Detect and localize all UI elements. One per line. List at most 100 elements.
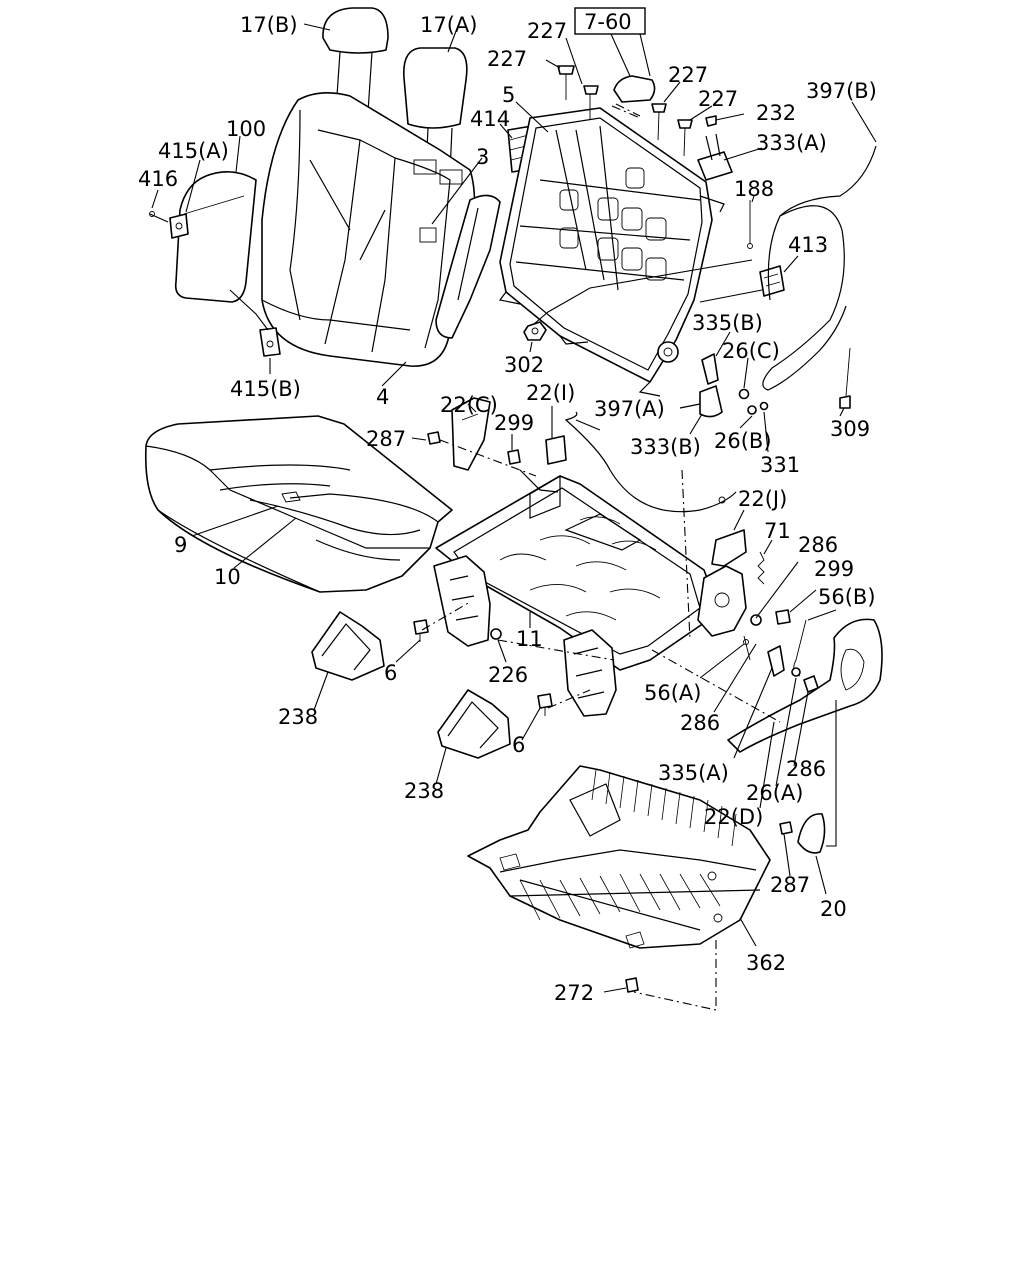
headrest-17a (403, 47, 468, 173)
leader-lines (151, 23, 877, 1011)
callout: 9 (174, 533, 187, 557)
callout: 302 (504, 353, 544, 377)
bolt-299 (507, 449, 559, 493)
callout: 17(B) (240, 13, 298, 37)
screw-232 (705, 113, 745, 127)
bolt-287-right (779, 821, 793, 835)
seat-leg-rear (563, 629, 617, 717)
cable-397b (762, 145, 877, 391)
washer-26c (738, 388, 750, 400)
callout: 22(J) (738, 487, 787, 511)
cable-397a (564, 411, 737, 513)
hinge-22j (711, 529, 747, 567)
seat-cushion (144, 415, 453, 593)
callout: 227 (487, 47, 527, 71)
callout: 416 (138, 167, 178, 191)
callout: 56(A) (644, 681, 701, 705)
seat-back-frame-5 (498, 107, 725, 397)
screw-272 (625, 977, 639, 993)
headrest-17b (322, 7, 389, 113)
handle-20 (797, 700, 837, 854)
callout: 287 (770, 873, 810, 897)
bolt-227 (677, 119, 693, 157)
callout: 11 (516, 627, 543, 651)
callout: 287 (366, 427, 406, 451)
callout: 227 (698, 87, 738, 111)
cover-413 (759, 265, 785, 297)
cover-238-front (311, 611, 385, 681)
rod-56a (743, 635, 751, 661)
callout: 26(A) (746, 781, 803, 805)
seat-release-mechanism (697, 565, 762, 637)
callout: 397(A) (594, 397, 665, 421)
callout: 286 (680, 711, 720, 735)
callout: 299 (814, 557, 854, 581)
reference-box (574, 7, 646, 35)
bolt-287 (427, 431, 537, 477)
callout: 335(B) (692, 311, 763, 335)
callout: 226 (488, 663, 528, 687)
nut-302 (523, 321, 547, 341)
callout: 335(A) (658, 761, 729, 785)
callout: 22(I) (526, 381, 575, 405)
hinge-22c (451, 397, 491, 471)
callout: 20 (820, 897, 847, 921)
callout: 227 (527, 19, 567, 43)
under-cover-362 (467, 765, 771, 949)
callout: 331 (760, 453, 800, 477)
reference-label: 7-60 (584, 10, 632, 34)
callout: 6 (512, 733, 525, 757)
callout: 188 (734, 177, 774, 201)
bolt-227 (583, 85, 599, 120)
lever-333a (697, 133, 733, 181)
callout: 299 (494, 411, 534, 435)
callout: 17(A) (420, 13, 477, 37)
callout: 22(D) (704, 805, 763, 829)
callout: 4 (376, 385, 389, 409)
headrest-guide-7-60 (613, 75, 656, 117)
callout: 56(B) (818, 585, 876, 609)
recliner-link-335b (679, 353, 723, 418)
pin-188 (747, 200, 753, 249)
callout: 362 (746, 951, 786, 975)
washer-26a (791, 667, 801, 677)
callout: 286 (798, 533, 838, 557)
seat-leg-front (433, 555, 491, 647)
callout: 26(B) (714, 429, 772, 453)
callout: 333(A) (756, 131, 827, 155)
seat-back-side-bolster (435, 194, 501, 339)
callout: 3 (476, 145, 489, 169)
callout-labels: 17(B) 17(A) 227 227 227 227 5 414 3 232 … (138, 13, 877, 1005)
side-shield-22d (727, 618, 883, 753)
spring-71 (757, 551, 765, 585)
callout: 6 (384, 661, 397, 685)
callout: 26(C) (722, 339, 780, 363)
clip-331 (759, 401, 769, 411)
washer-26b (747, 405, 757, 415)
bolt-299-right (775, 609, 791, 625)
callout: 286 (786, 757, 826, 781)
rod-309 (839, 347, 851, 409)
callout: 333(B) (630, 435, 701, 459)
callout: 238 (278, 705, 318, 729)
bolt-6-front (413, 619, 429, 642)
callout: 309 (830, 417, 870, 441)
clip-226 (490, 628, 502, 640)
clip-415a (149, 211, 189, 239)
callout: 22(C) (440, 393, 498, 417)
callout: 71 (764, 519, 791, 543)
seat-frame-11 (435, 474, 721, 671)
callout: 227 (668, 63, 708, 87)
bolt-6-rear (537, 693, 553, 716)
callout: 415(A) (158, 139, 229, 163)
callout: 414 (470, 107, 510, 131)
callout: 100 (226, 117, 266, 141)
seat-back-cushion (261, 92, 476, 367)
callout: 272 (554, 981, 594, 1005)
cover-238-rear (437, 689, 511, 759)
callout: 5 (502, 83, 515, 107)
clip-415b (259, 327, 281, 357)
callout: 413 (788, 233, 828, 257)
callout: 10 (214, 565, 241, 589)
